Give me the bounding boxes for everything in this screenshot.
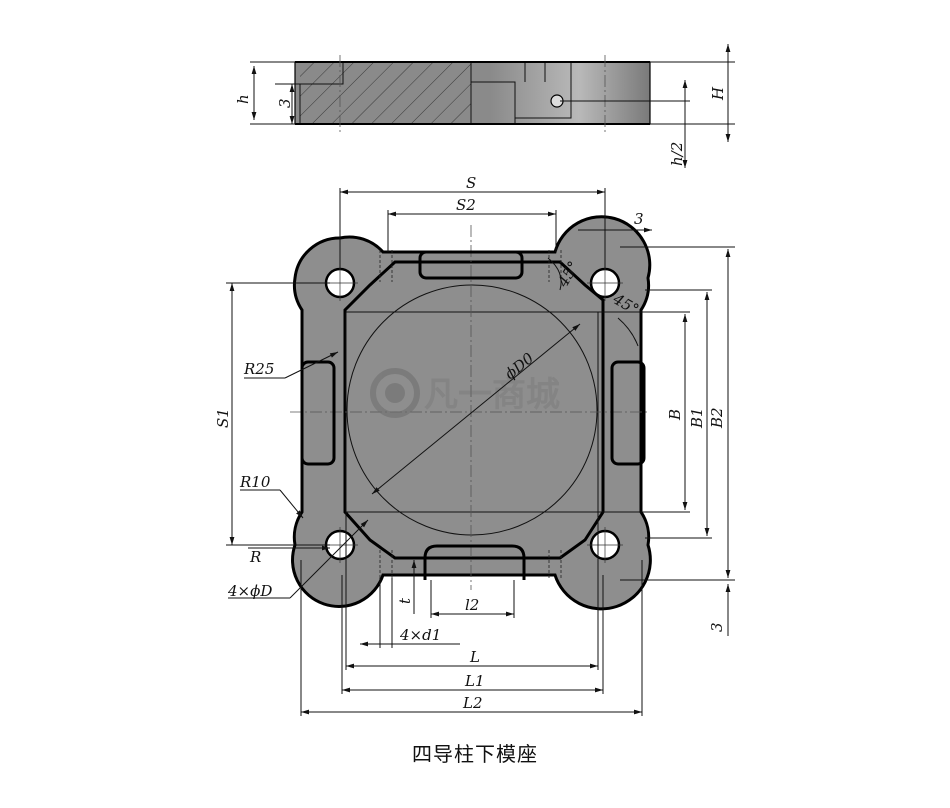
dim-label-S1: S1 [214,408,232,428]
dim-label-S: S [466,174,476,192]
side-section-hatch [300,62,471,124]
drawing-caption: 四导柱下模座 [412,742,538,766]
dim-label-R25: R25 [243,360,274,378]
angle-arc-1 [547,257,562,291]
dim-label-S2: S2 [456,196,476,214]
top-view: 凡一商城 S S2 3 45° 45° R25 S1 ϕD0 [214,174,735,716]
dim-label-3-right: 3 [708,622,726,632]
slot-bottom [423,544,526,580]
dim-label-R10: R10 [239,473,271,491]
side-step-right [515,62,572,119]
dim-label-L: L [469,648,480,666]
screw-holes [379,250,562,578]
dim-label-l2: l2 [465,596,479,614]
dim-label-t: t [396,597,414,604]
dim-label-B2: B2 [708,407,726,429]
leader-hole-arrow [289,519,369,599]
angle-arc-2 [617,317,639,347]
dim-label-d1: 4×d1 [399,626,441,644]
pocket-right [610,360,646,466]
leader-R25-arrow [284,351,339,379]
dim-label-hole: 4×ϕD [227,582,272,600]
plate-inner-boundary [343,260,605,560]
dim-label-R: R [249,548,261,566]
hole-cross [322,265,623,563]
dim-label-B1: B1 [688,407,706,429]
dim-D0-line [371,323,581,495]
watermark-logo-core [385,383,405,403]
leader-R10-arrow [279,489,304,519]
dim-label-L1: L1 [464,672,485,690]
slot-top [418,250,524,280]
dim-label-h-half: h/2 [668,142,686,166]
dim-label-H: H [709,86,727,101]
dim-label-h: h [234,94,252,104]
dim-label-3-top: 3 [634,210,644,228]
side-view: h 3 H h/2 [234,44,735,168]
dim-label-3: 3 [276,98,294,108]
dim-label-B: B [666,409,684,421]
side-step-mid [470,62,516,124]
watermark-text: 凡一商城 [424,375,560,415]
dim-label-L2: L2 [462,694,483,712]
bore-circle-D0 [346,284,598,536]
